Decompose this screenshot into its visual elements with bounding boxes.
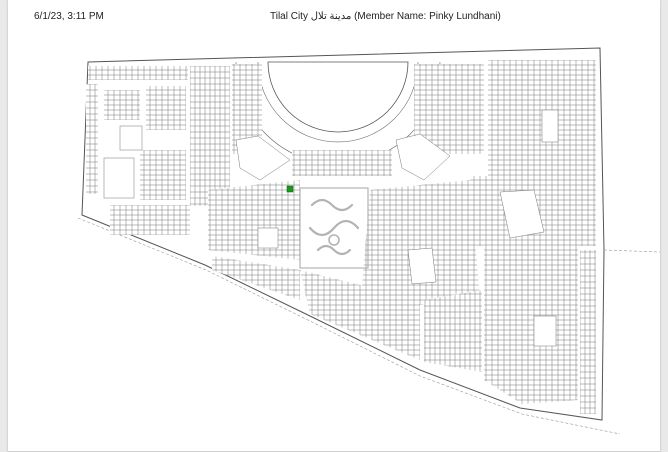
central-south-district: [208, 180, 480, 360]
watermark-logo: [299, 187, 369, 269]
print-date-time: 6/1/23, 3:11 PM: [34, 11, 104, 22]
east-district: [470, 60, 596, 414]
west-district: [86, 66, 230, 235]
central-park: [267, 61, 409, 133]
north-central-district: [232, 64, 484, 181]
east-road: [603, 249, 661, 253]
member-plot-highlight: [286, 185, 294, 193]
park-ring-road: [257, 61, 419, 143]
outer-road: [77, 217, 621, 435]
south-east-district: [424, 240, 578, 404]
document-title: Tilal City مدينة تلال (Member Name: Pink…: [270, 11, 501, 22]
